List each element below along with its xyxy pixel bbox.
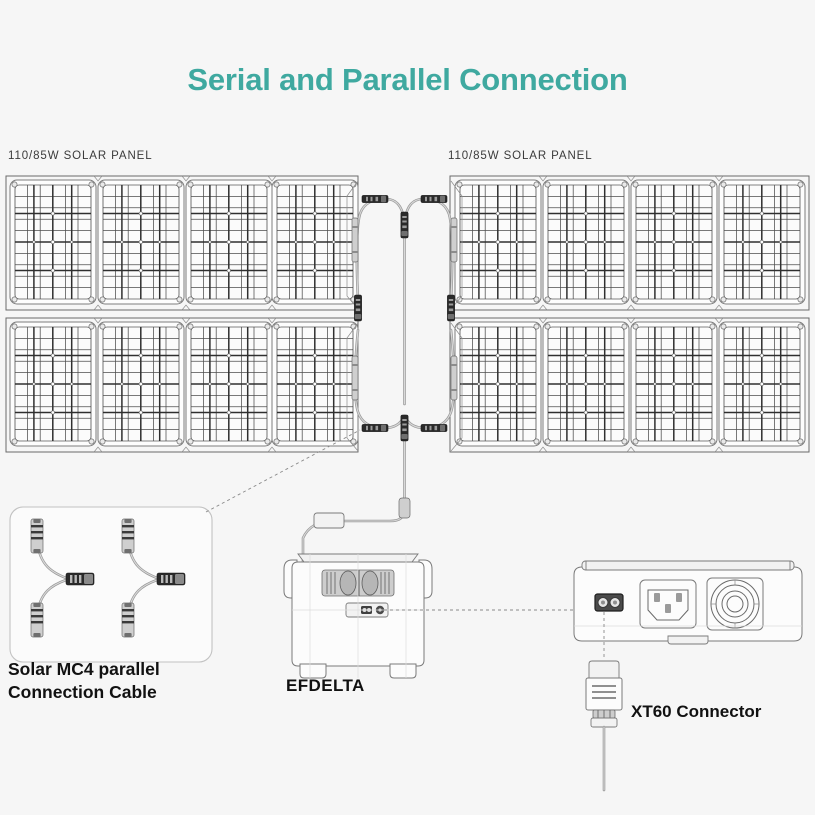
lead-ferrule-left-upper (351, 217, 359, 263)
lead-ferrule-right-lower (450, 355, 458, 401)
power-station-caption: EFDELTA (286, 676, 365, 695)
mc4-connector-left-mid (353, 294, 363, 322)
mc4-connector-top-trunk (400, 211, 409, 239)
xt60-caption: XT60 Connector (631, 702, 762, 721)
mc4-cable-harness (301, 194, 458, 580)
mc4-connector-top-right (420, 194, 448, 204)
mc4-connector-right-mid (446, 294, 456, 322)
right-array-label: 110/85W SOLAR PANEL (448, 150, 593, 162)
left-array-label: 110/85W SOLAR PANEL (8, 150, 153, 162)
mc4-connector-bottom-left (361, 423, 389, 433)
xt60-input-port-detail (594, 593, 624, 612)
page-title: Serial and Parallel Connection (187, 62, 628, 97)
round-dc-port-detail (706, 577, 764, 631)
mc4-connector-bottom-right (420, 423, 448, 433)
mc4-cable-inset (9, 429, 361, 663)
vent-grille-icon (321, 569, 395, 597)
lead-ferrule-left-lower (351, 355, 359, 401)
right-solar-array (449, 175, 810, 453)
left-solar-array (5, 175, 359, 453)
mc4-y-cable-left (30, 518, 95, 638)
mc4-y-cable-right (121, 518, 186, 638)
mc4-cable-caption: Solar MC4 parallel Connection Cable (8, 659, 160, 703)
mc4-connector-top-left (361, 194, 389, 204)
efdelta-port-closeup (384, 560, 803, 645)
mc4-connector-bottom-trunk (400, 414, 409, 442)
efdelta-power-station (283, 553, 433, 679)
lead-ferrule-right-upper (450, 217, 458, 263)
inline-cable-block (313, 512, 345, 529)
xt60-plug-icon (585, 612, 623, 792)
ac-inlet-icon (639, 579, 697, 629)
